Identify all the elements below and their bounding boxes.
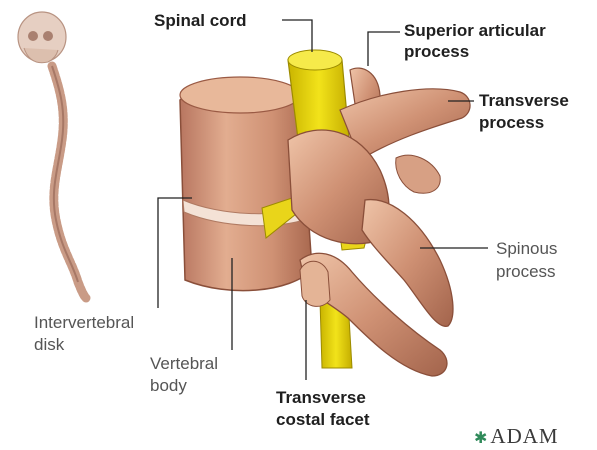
label-transverse-costal-facet-2: costal facet (276, 410, 370, 429)
label-superior-articular-2: process (404, 42, 469, 61)
label-vertebral-body-2: body (150, 376, 187, 395)
transverse-costal-facet-shape (300, 261, 330, 306)
spine-column (52, 66, 86, 298)
label-intervertebral-disk-1: Intervertebral (34, 313, 134, 332)
leader-superior-articular (368, 32, 400, 66)
label-transverse-costal-facet-1: Transverse (276, 388, 366, 407)
jaw (24, 48, 58, 63)
adam-wordmark: ADAM (490, 424, 558, 448)
rib-facet-shape (396, 155, 441, 193)
label-transverse-process-2: process (479, 113, 544, 132)
leader-spinal-cord (282, 20, 312, 52)
label-vertebral-body-1: Vertebral (150, 354, 218, 373)
label-spinal-cord: Spinal cord (154, 11, 247, 30)
skeleton-thumbnail (18, 12, 86, 298)
label-spinous-process-1: Spinous (496, 239, 557, 258)
leaf-star-icon: ✱ (474, 430, 488, 447)
label-transverse-process-1: Transverse (479, 91, 569, 110)
label-intervertebral-disk-2: disk (34, 335, 64, 354)
adam-logo: ✱ADAM (474, 424, 559, 449)
label-spinous-process-2: process (496, 262, 556, 281)
label-superior-articular-1: Superior articular (404, 21, 546, 40)
